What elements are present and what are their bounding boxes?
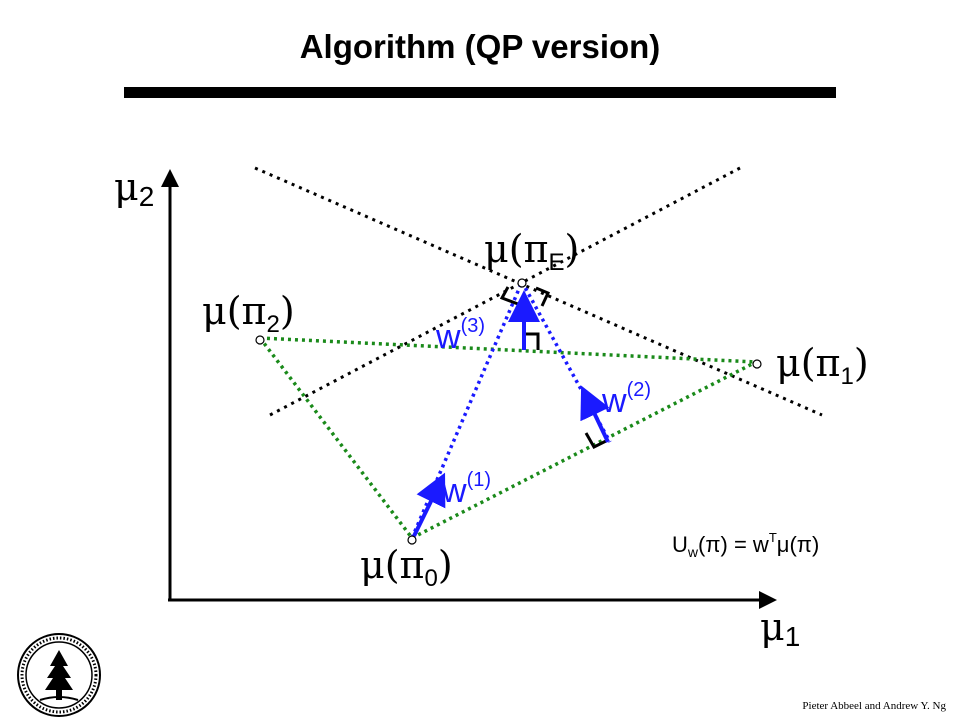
title-underline xyxy=(124,87,836,98)
point-pi0 xyxy=(407,535,417,545)
label-w3: w(3) xyxy=(435,315,485,356)
point-pi2 xyxy=(255,335,265,345)
label-pi1: μ(π1) xyxy=(776,341,869,390)
right-angle-marks xyxy=(499,286,607,449)
convex-hull-triangle xyxy=(258,336,757,540)
label-w2: w(2) xyxy=(601,379,651,420)
label-pi2: μ(π2) xyxy=(202,289,295,338)
label-w1: w(1) xyxy=(441,469,491,510)
w1-arrow xyxy=(412,472,446,537)
x-axis-label: μ1 xyxy=(760,605,800,652)
label-piE: μ(πE) xyxy=(484,227,579,276)
w2-arrow xyxy=(580,385,610,443)
label-pi0: μ(π0) xyxy=(360,543,453,592)
y-axis-label: μ2 xyxy=(114,165,154,212)
footer-credit: Pieter Abbeel and Andrew Y. Ng xyxy=(802,700,946,712)
university-seal-logo xyxy=(17,633,101,717)
constraint-line-a xyxy=(254,166,823,417)
point-piE xyxy=(517,278,527,288)
point-pi1 xyxy=(752,359,762,369)
slide-title: Algorithm (QP version) xyxy=(299,28,661,65)
utility-formula: Uw(π) = wTμ(π) xyxy=(672,530,819,560)
